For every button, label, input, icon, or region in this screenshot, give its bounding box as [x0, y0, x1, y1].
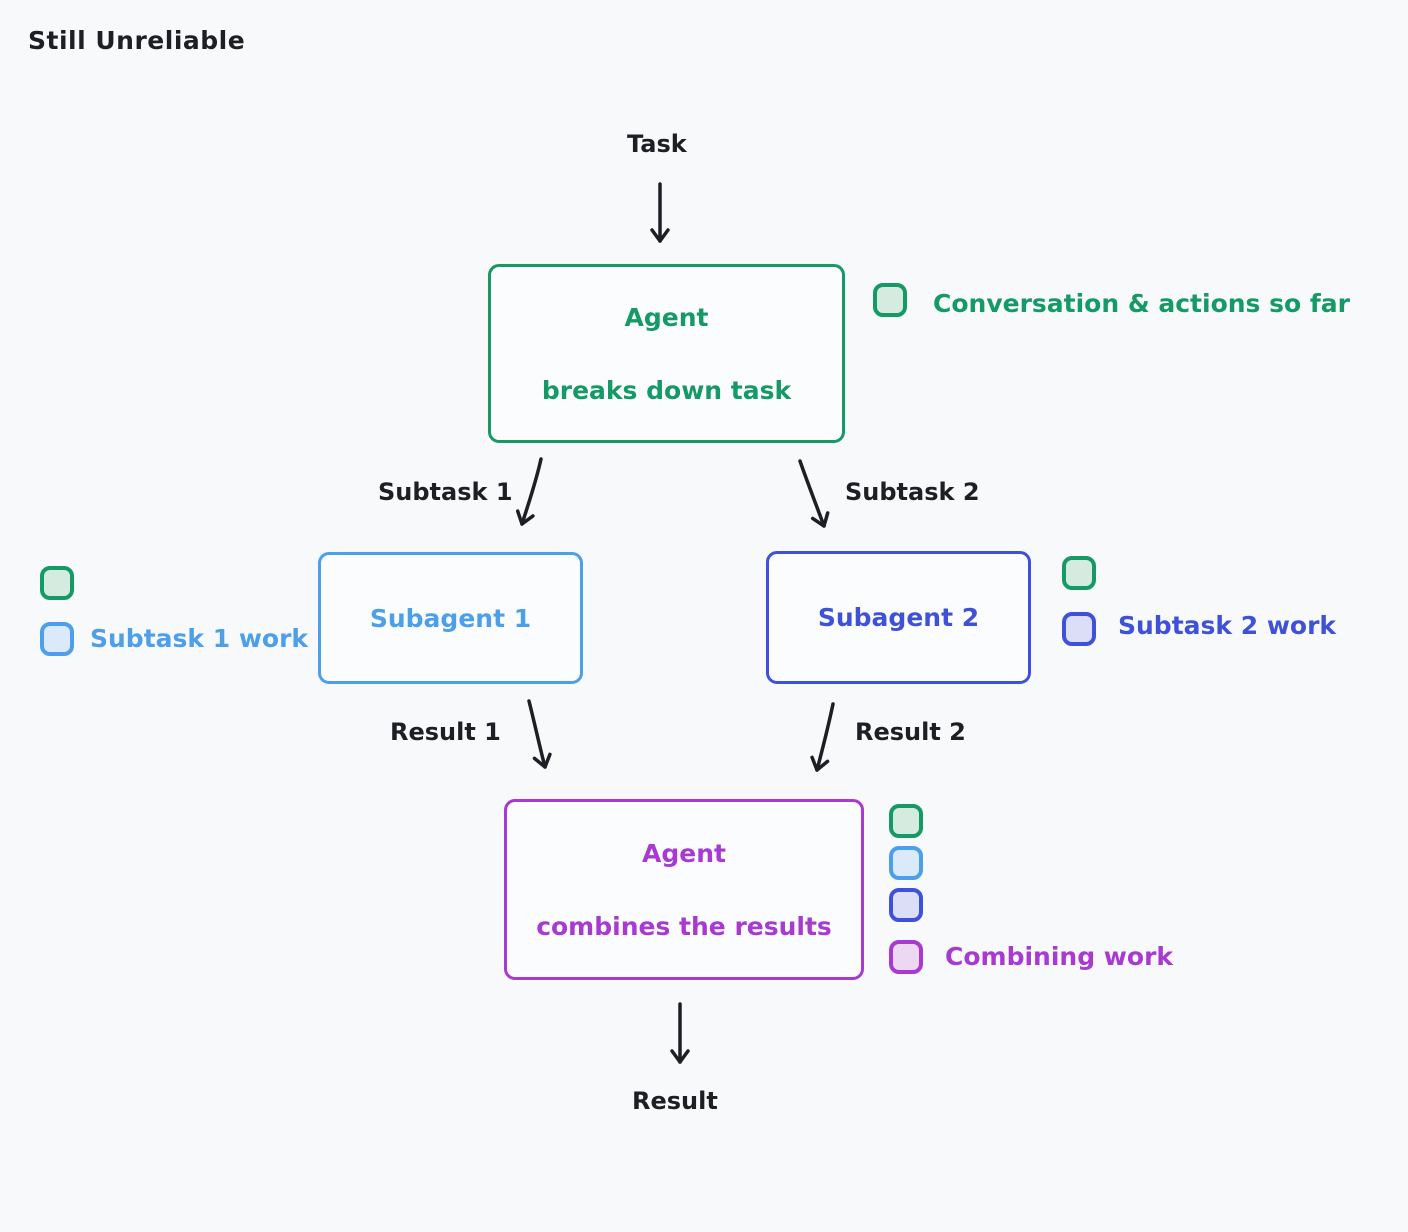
agent-to-subagent2-arrow [798, 459, 830, 528]
subagent2-to-combiner-arrow [810, 702, 835, 772]
agent-breakdown-node: Agent breaks down task [488, 264, 845, 443]
result-label: Result [632, 1087, 718, 1115]
green-context-chip-icon [873, 283, 907, 317]
subagent1-to-combiner-arrow [527, 699, 552, 769]
task-label: Task [627, 130, 687, 158]
blue-context-chip-icon [40, 622, 74, 656]
agent-breakdown-title: Agent [624, 302, 709, 332]
green-context-chip-icon [40, 566, 74, 600]
agent-combiner-node: Agent combines the results [504, 799, 864, 980]
result2-edge-label: Result 2 [855, 718, 966, 746]
indigo-context-chip-icon [889, 888, 923, 922]
agent-combiner-title: Agent [642, 838, 726, 868]
subagent2-node: Subagent 2 [766, 551, 1031, 684]
blue-context-chip-icon [889, 846, 923, 880]
agent-combiner-subtitle: combines the results [536, 911, 832, 941]
conversation-legend-label: Conversation & actions so far [933, 289, 1350, 318]
green-context-chip-icon [1062, 556, 1096, 590]
subtask2-edge-label: Subtask 2 [845, 478, 980, 506]
subtask1-edge-label: Subtask 1 [378, 478, 513, 506]
subagent2-title: Subagent 2 [817, 603, 980, 632]
subtask1-legend-label: Subtask 1 work [90, 624, 309, 653]
result1-edge-label: Result 1 [390, 718, 501, 746]
subagent1-node: Subagent 1 [318, 552, 583, 684]
subtask2-legend-label: Subtask 2 work [1118, 611, 1337, 640]
purple-context-chip-icon [889, 940, 923, 974]
agent-to-subagent1-arrow [515, 457, 543, 526]
page-title: Still Unreliable [28, 26, 246, 55]
combining-legend-label: Combining work [945, 942, 1174, 971]
subagent1-title: Subagent 1 [369, 603, 532, 633]
green-context-chip-icon [889, 804, 923, 838]
indigo-context-chip-icon [1062, 612, 1096, 646]
agent-breakdown-subtitle: breaks down task [541, 375, 792, 405]
